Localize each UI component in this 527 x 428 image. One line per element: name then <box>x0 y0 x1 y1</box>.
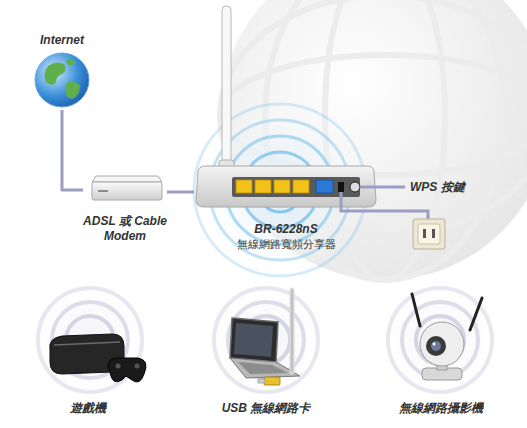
node-label: Internet <box>29 33 95 48</box>
power-outlet <box>341 192 445 249</box>
internet-globe <box>35 53 89 107</box>
wps-button-label: WPS 按鍵 <box>410 180 465 195</box>
internet-node: Internet <box>29 33 95 110</box>
node-label: 遊戲機 <box>32 401 144 416</box>
wireless-camera <box>412 294 482 380</box>
router-antenna <box>219 6 234 174</box>
router-body <box>196 166 376 207</box>
camera-node: 無線網路攝影機 <box>380 290 502 416</box>
node-label: BR-6228nS <box>194 222 378 237</box>
node-subtitle: 無線網路寬頻分享器 <box>194 237 378 252</box>
device-waves <box>28 278 502 402</box>
wps-leader <box>361 186 405 189</box>
node-label: ADSL 或 Cable Modem <box>83 214 167 244</box>
game-console-node: 遊戲機 <box>32 300 144 416</box>
node-label: USB 無線網路卡 <box>200 401 332 416</box>
modem-node: ADSL 或 Cable Modem <box>83 172 167 244</box>
usb-card-node: USB 無線網路卡 <box>200 290 332 416</box>
router-node: BR-6228nS無線網路寬頻分享器 <box>194 165 378 252</box>
cable-connector <box>167 191 194 194</box>
cable-connector <box>62 110 83 190</box>
usb-wireless-laptop <box>230 290 300 385</box>
modem <box>92 176 162 200</box>
game-console <box>50 334 146 382</box>
node-label: 無線網路攝影機 <box>380 401 502 416</box>
